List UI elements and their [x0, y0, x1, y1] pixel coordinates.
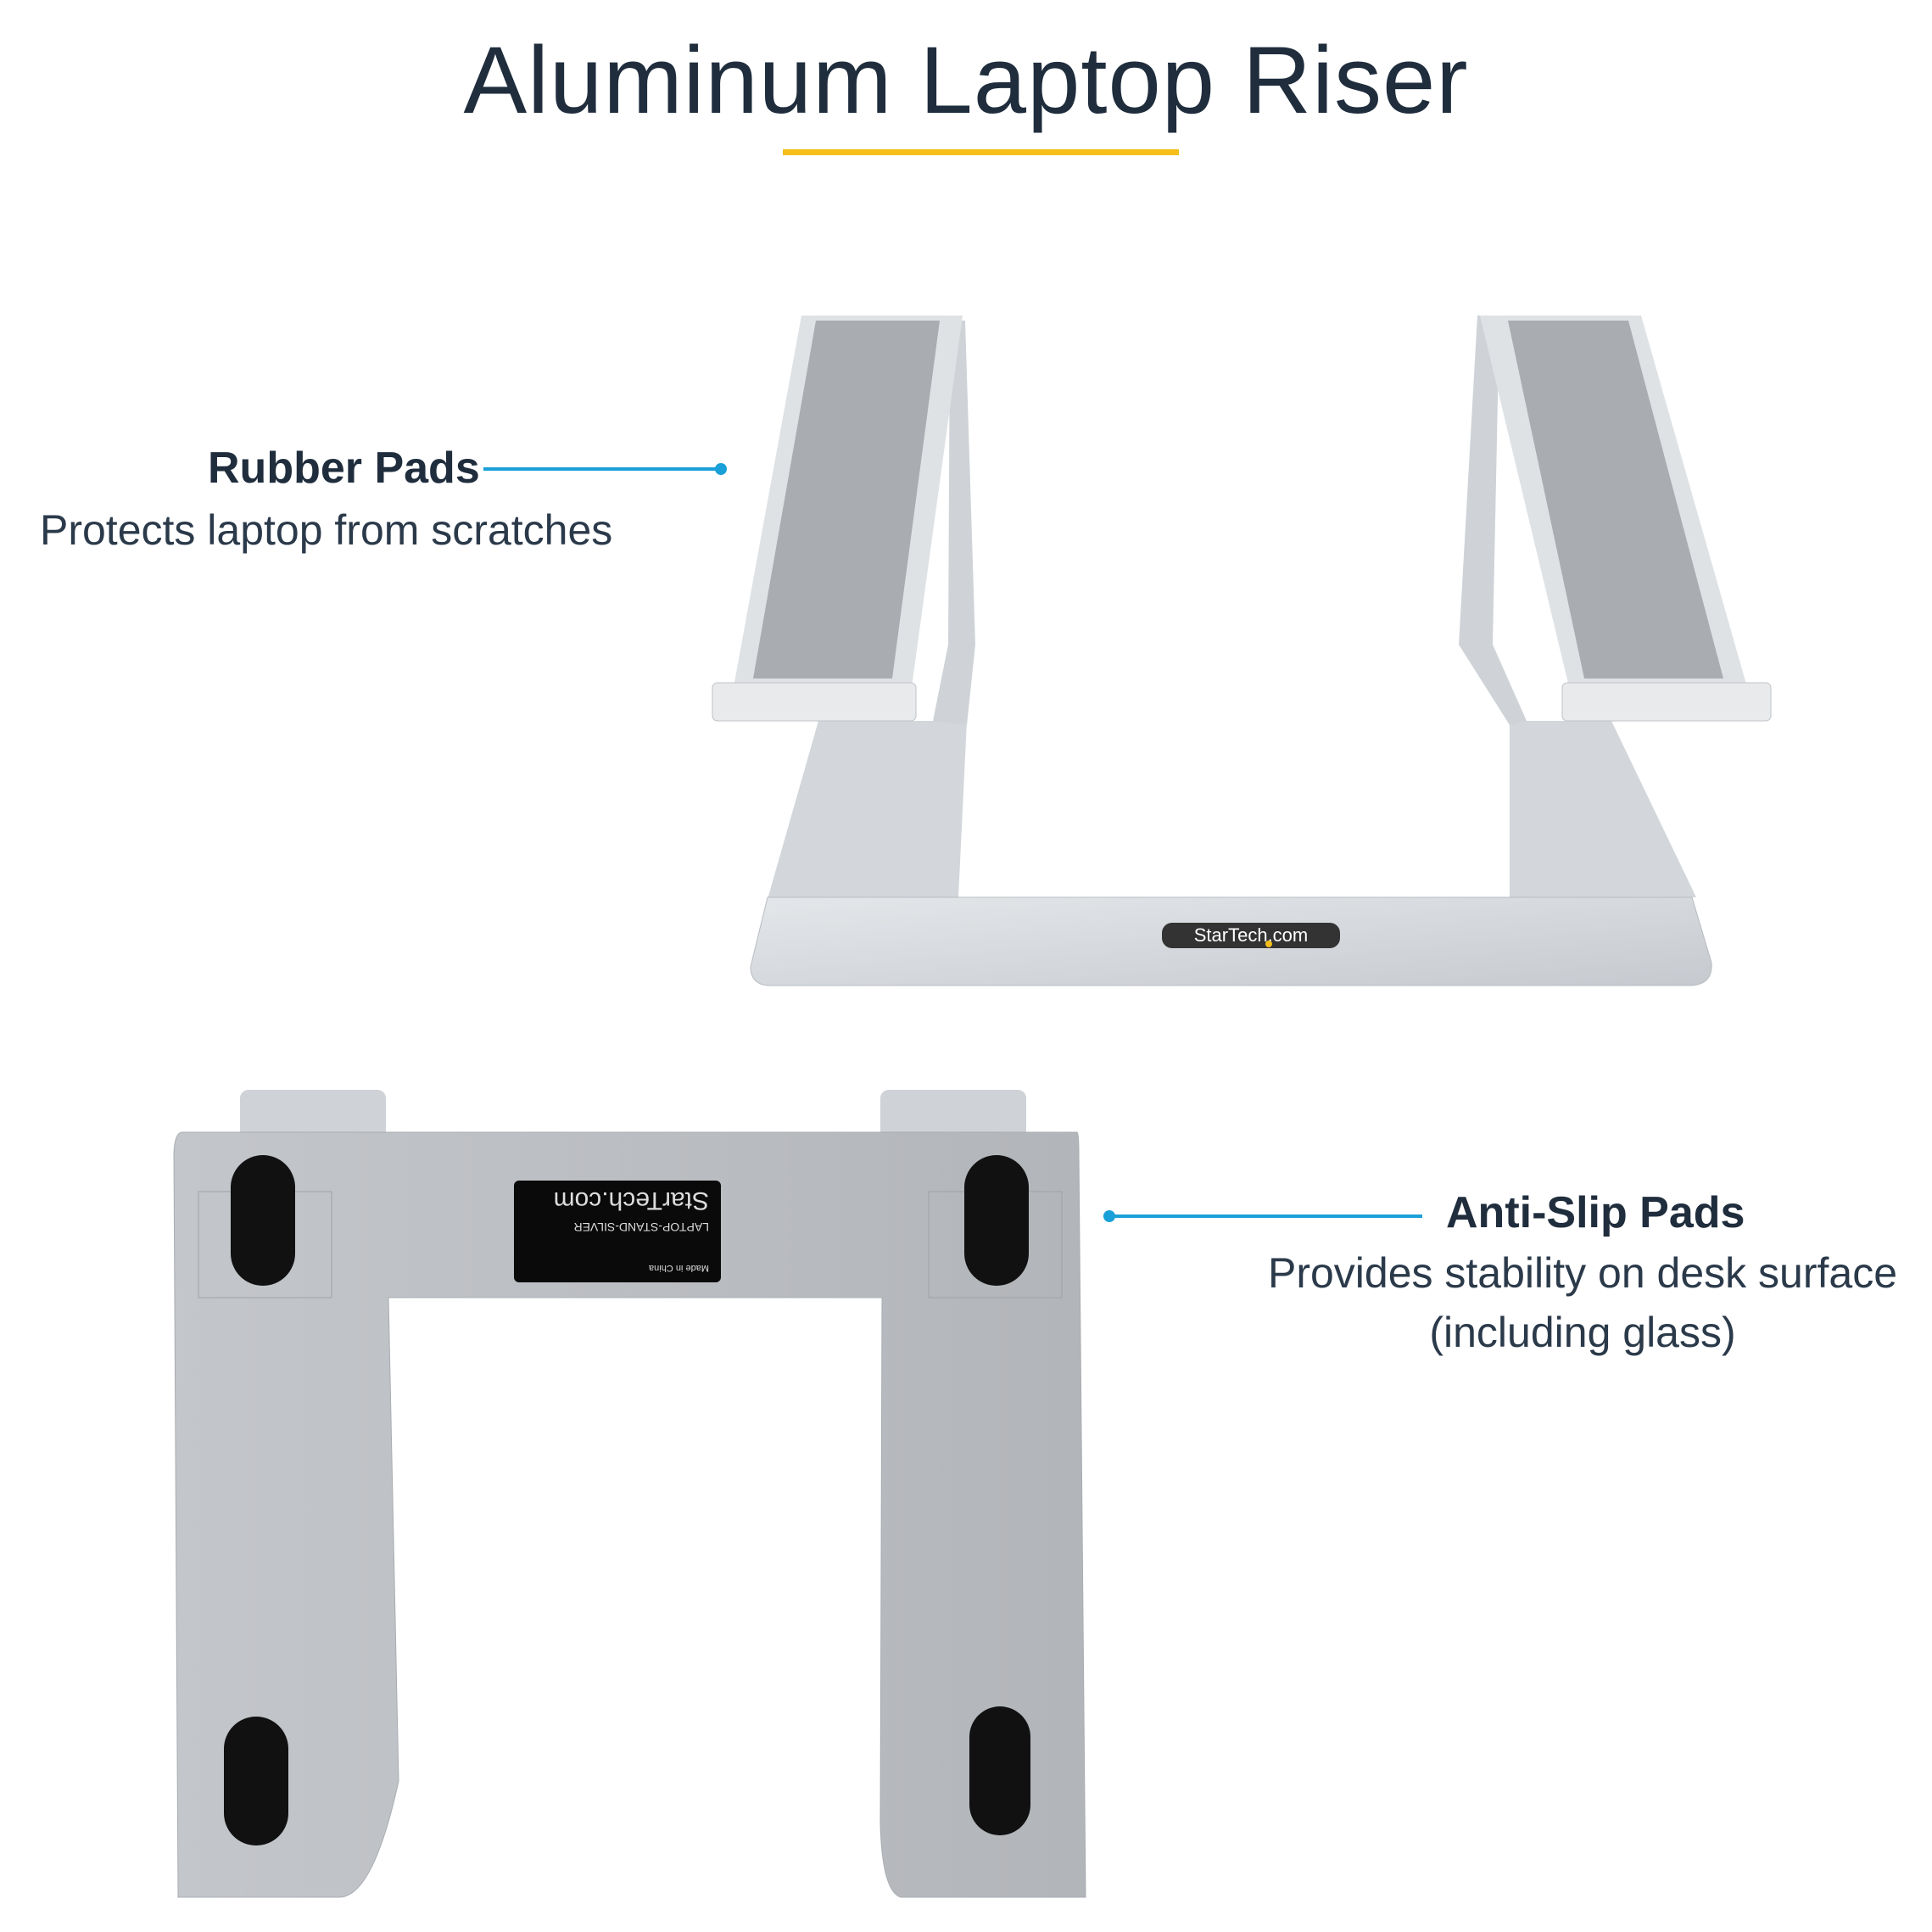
- rubber-pads-title: Rubber Pads: [208, 444, 480, 493]
- page-title: Aluminum Laptop Riser: [463, 27, 1469, 133]
- stand-bottom-view: Made in China LAPTOP-STAND-SILVER StarTe…: [173, 1090, 1086, 1898]
- anti-slip-callout-line: [1108, 1214, 1422, 1218]
- rubber-pads-callout-dot: [715, 463, 727, 475]
- title-underline: [783, 149, 1179, 155]
- rubber-pads-subtitle: Protects laptop from scratches: [40, 506, 613, 554]
- brand-badge: StarTech.com: [1194, 924, 1309, 946]
- label-brand: StarTech.com: [554, 1187, 709, 1214]
- stand-top-view: StarTech.com: [712, 315, 1772, 986]
- anti-slip-pads-subtitle-line2: (including glass): [1429, 1309, 1736, 1356]
- label-model: LAPTOP-STAND-SILVER: [574, 1220, 709, 1234]
- anti-slip-pads-subtitle-line1: Provides stability on desk surface: [1267, 1249, 1898, 1297]
- anti-slip-pads-title: Anti-Slip Pads: [1446, 1188, 1745, 1237]
- label-origin: Made in China: [648, 1263, 709, 1273]
- rubber-pads-callout-line: [483, 467, 719, 471]
